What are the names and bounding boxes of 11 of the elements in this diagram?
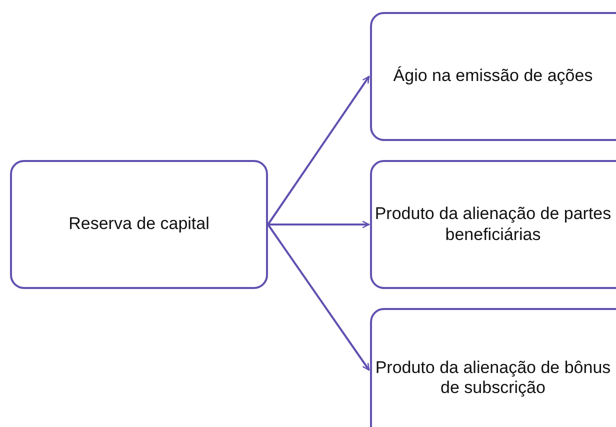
- arrow: [267, 76, 370, 226]
- box-label: Reserva de capital: [68, 214, 210, 235]
- box-label: Produto da alienação de bônus de subscrição: [374, 358, 612, 398]
- rounded-box: [10, 160, 268, 289]
- rounded-box: [370, 160, 616, 289]
- rounded-box: [370, 12, 616, 141]
- box-label: Produto da alienação de partes beneficiárias: [374, 204, 612, 245]
- rounded-box: [370, 308, 616, 427]
- box-label: Ágio na emissão de ações: [393, 66, 593, 87]
- arrow: [267, 224, 370, 371]
- arrow: [268, 220, 370, 228]
